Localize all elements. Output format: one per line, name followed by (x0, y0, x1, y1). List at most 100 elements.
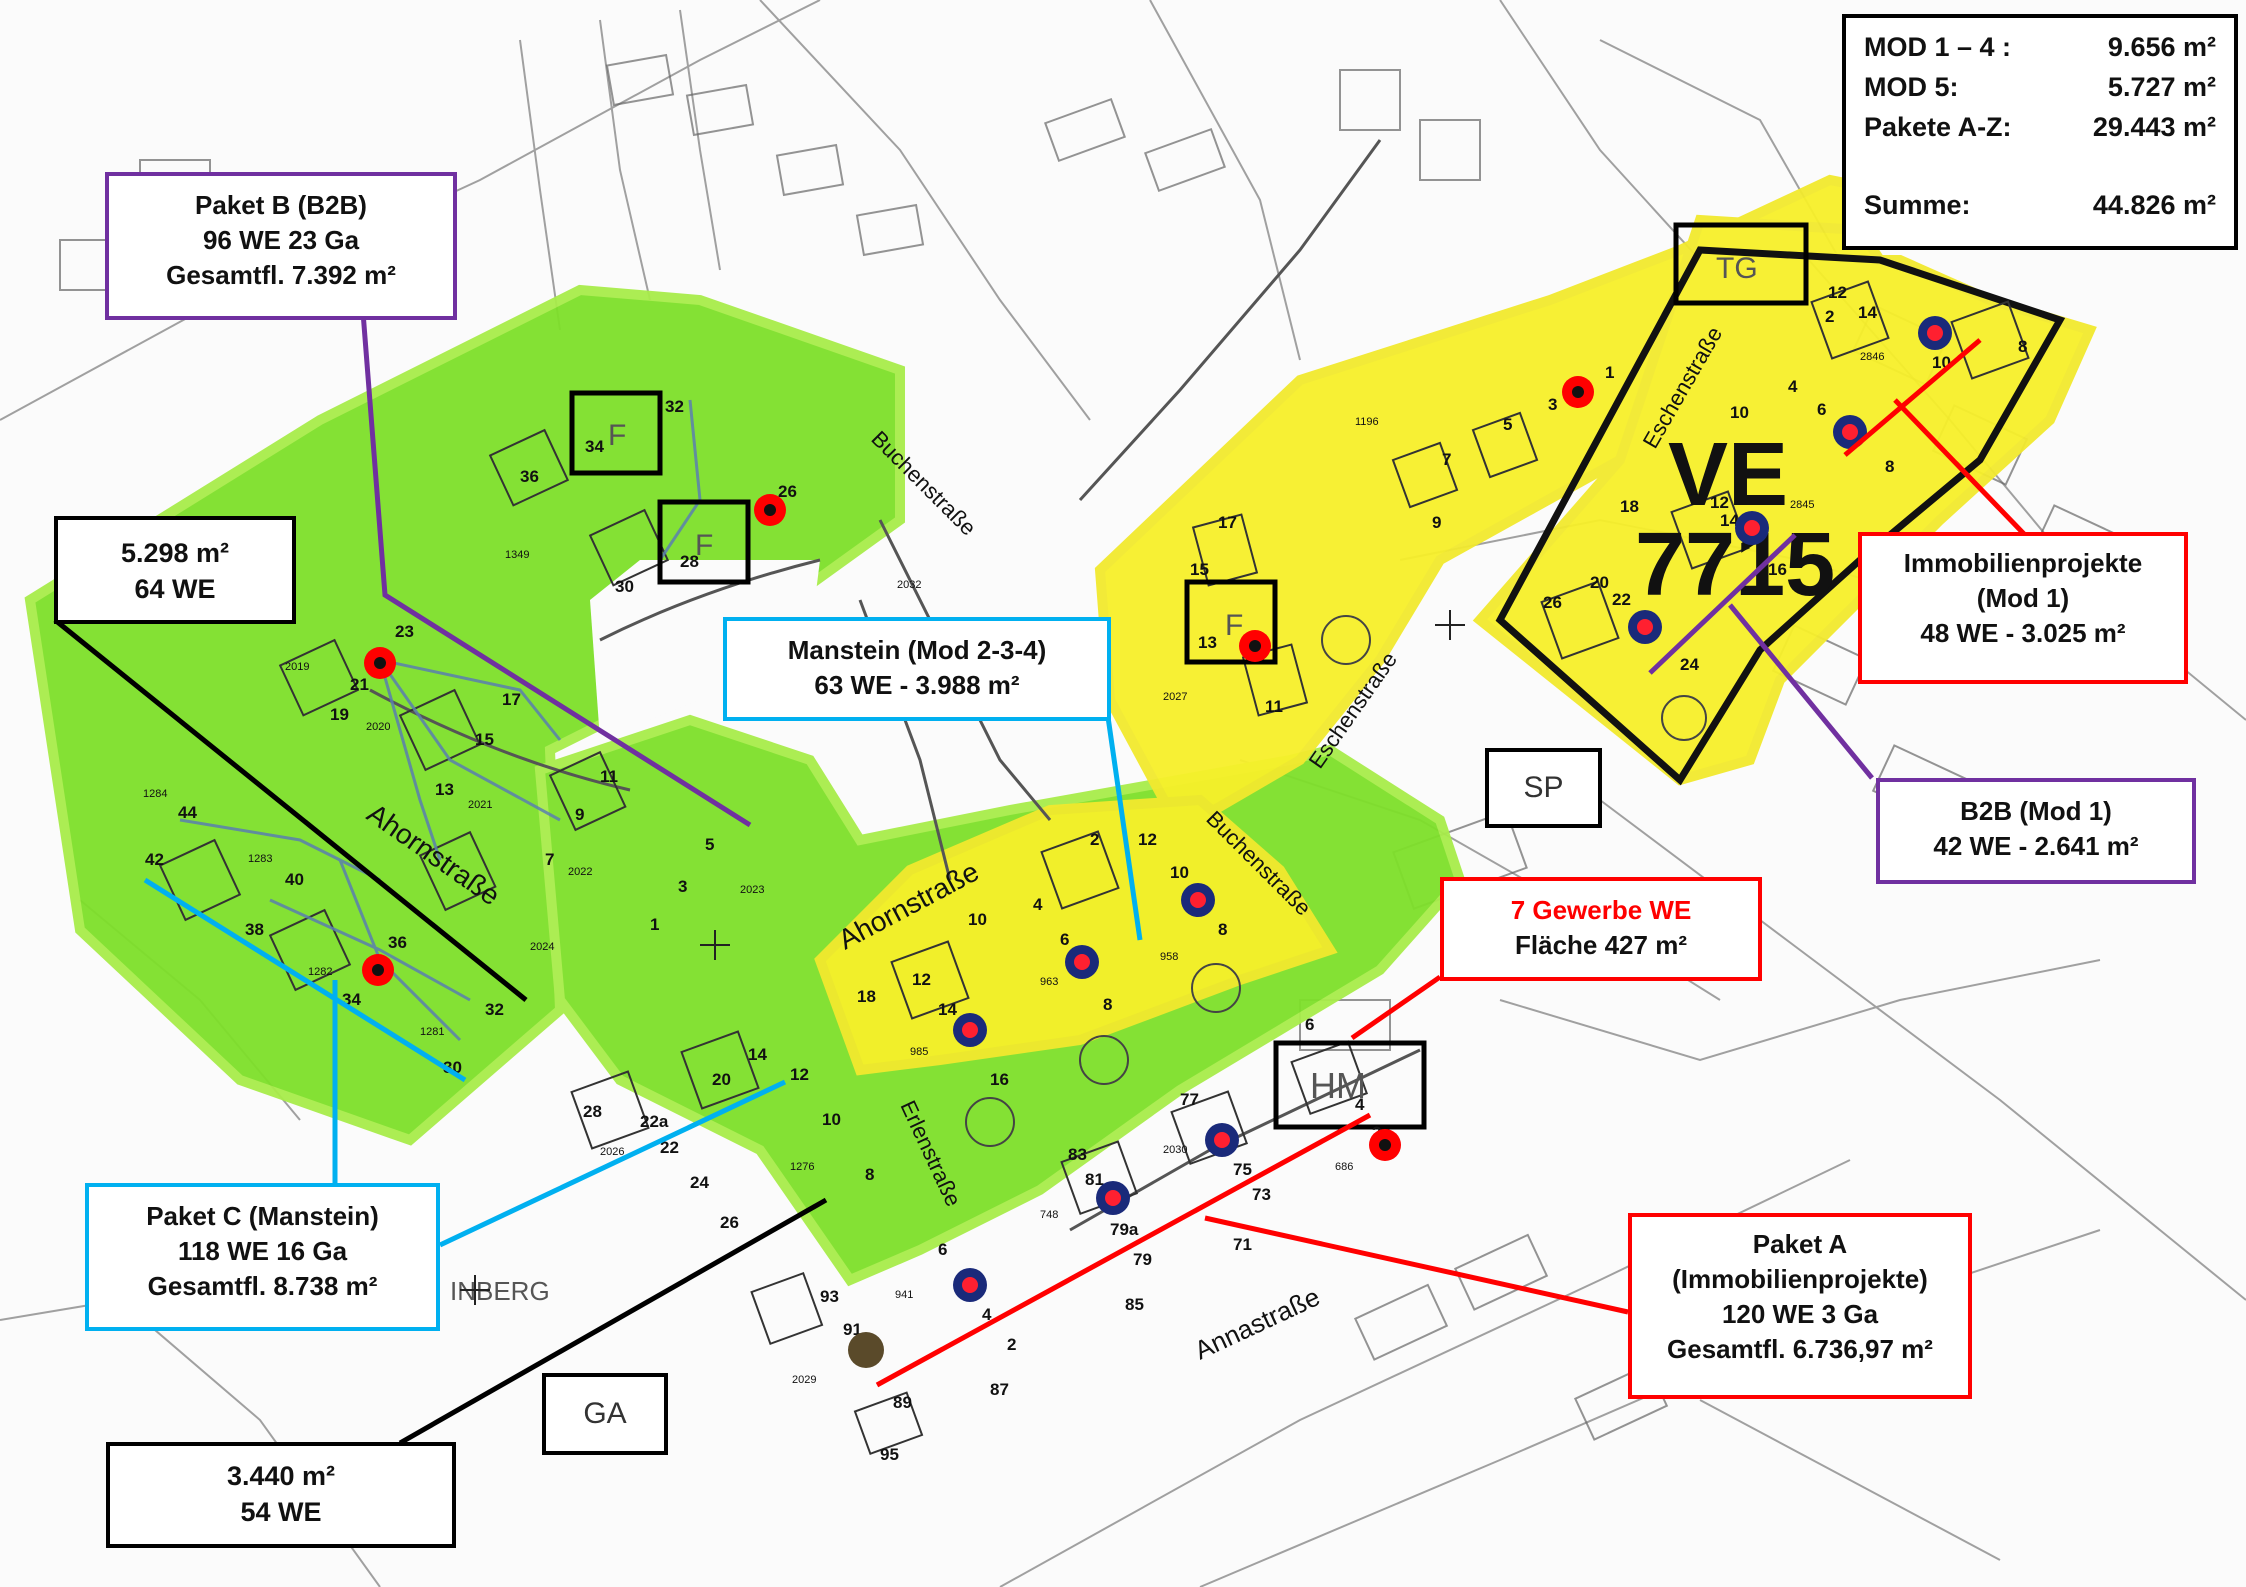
f-label-1: F (608, 419, 626, 452)
svg-text:2024: 2024 (530, 941, 554, 953)
svg-text:14: 14 (1858, 303, 1877, 322)
callout-line: Manstein (Mod 2-3-4) (787, 635, 1047, 665)
svg-text:42: 42 (145, 850, 164, 869)
svg-text:2022: 2022 (568, 866, 592, 878)
callout-line: 48 WE - 3.025 m² (1920, 618, 2126, 649)
svg-text:958: 958 (1160, 951, 1178, 963)
svg-text:32: 32 (485, 1000, 504, 1019)
ve-label: VE (1668, 425, 1788, 525)
svg-text:89: 89 (893, 1393, 912, 1412)
svg-text:91: 91 (843, 1320, 862, 1339)
navy-marker (1181, 883, 1215, 917)
red-marker (1369, 1129, 1401, 1161)
callout-line: Immobilienprojekte (1903, 548, 2143, 578)
callout-line: B2B (Mod 1) (1960, 796, 2112, 826)
svg-text:32: 32 (665, 397, 684, 416)
cross-marks (460, 610, 1465, 1305)
svg-text:13: 13 (435, 780, 454, 799)
callout-line: Gesamtfl. 7.392 m² (166, 260, 396, 291)
circled-marks (965, 615, 1707, 1147)
navy-marker (1918, 316, 1952, 350)
red-marker (1562, 376, 1594, 408)
street-lines (369, 139, 1421, 1232)
svg-text:9: 9 (575, 805, 584, 824)
svg-text:2030: 2030 (1163, 1144, 1187, 1156)
tg-label: TG (1716, 252, 1758, 285)
ga-label: GA (583, 1397, 627, 1430)
navy-marker (1065, 945, 1099, 979)
svg-text:686: 686 (1335, 1161, 1353, 1173)
hm-label: HM (1310, 1065, 1366, 1106)
summary-row: MOD 1 – 4 : 9.656 m² (1864, 32, 2216, 72)
svg-text:14: 14 (1720, 511, 1739, 530)
svg-text:79: 79 (1133, 1250, 1152, 1269)
svg-text:73: 73 (1252, 1185, 1271, 1204)
callout-area-54: 3.440 m² 54 WE (106, 1442, 456, 1548)
svg-text:1196: 1196 (1355, 416, 1379, 428)
svg-text:2032: 2032 (897, 579, 921, 591)
svg-text:1276: 1276 (790, 1161, 814, 1173)
callout-line: 64 WE (134, 574, 216, 605)
svg-text:18: 18 (1620, 497, 1639, 516)
callout-paket-a: Paket A (Immobilienprojekte) 120 WE 3 Ga… (1628, 1213, 1972, 1399)
callout-line: Paket B (B2B) (195, 190, 367, 220)
summary-value: 9.656 m² (2107, 32, 2216, 62)
svg-text:22: 22 (1612, 590, 1631, 609)
svg-text:14: 14 (748, 1045, 767, 1064)
svg-text:14: 14 (938, 1000, 957, 1019)
svg-text:21: 21 (350, 675, 369, 694)
summary-total-value: 44.826 m² (2092, 190, 2216, 220)
svg-text:71: 71 (1233, 1235, 1252, 1254)
svg-text:26: 26 (1543, 593, 1562, 612)
svg-text:1283: 1283 (248, 853, 272, 865)
svg-text:38: 38 (245, 920, 264, 939)
svg-text:93: 93 (820, 1287, 839, 1306)
svg-text:8: 8 (1218, 920, 1227, 939)
svg-text:748: 748 (1040, 1209, 1058, 1221)
callout-gewerbe: 7 Gewerbe WE Fläche 427 m² (1440, 877, 1762, 981)
svg-text:2029: 2029 (792, 1374, 816, 1386)
svg-text:8: 8 (865, 1165, 874, 1184)
svg-text:17: 17 (1218, 513, 1237, 532)
svg-text:17: 17 (502, 690, 521, 709)
ga-label-box: GA (542, 1373, 668, 1455)
summary-label: MOD 5: (1864, 72, 1959, 102)
svg-text:1: 1 (1605, 363, 1614, 382)
cadastral-blocks (59, 53, 2129, 1441)
callout-line: Paket C (Manstein) (146, 1201, 379, 1231)
svg-text:79a: 79a (1110, 1220, 1139, 1239)
svg-text:15: 15 (1190, 560, 1209, 579)
svg-text:19: 19 (330, 705, 349, 724)
svg-text:36: 36 (520, 467, 539, 486)
summary-value: 5.727 m² (2107, 72, 2216, 102)
summary-label: Pakete A-Z: (1864, 112, 2012, 142)
svg-text:4: 4 (1788, 377, 1798, 396)
svg-text:34: 34 (585, 437, 604, 456)
navy-marker (1096, 1181, 1130, 1215)
svg-text:20: 20 (712, 1070, 731, 1089)
callout-paket-c: Paket C (Manstein) 118 WE 16 Ga Gesamtfl… (85, 1183, 440, 1331)
svg-text:16: 16 (990, 1070, 1009, 1089)
navy-marker (1628, 610, 1662, 644)
callout-manstein: Manstein (Mod 2-3-4) 63 WE - 3.988 m² (723, 617, 1111, 721)
svg-text:4: 4 (982, 1305, 992, 1324)
callout-line: 54 WE (240, 1497, 322, 1528)
callout-line: Fläche 427 m² (1515, 930, 1687, 961)
svg-text:2: 2 (1007, 1335, 1016, 1354)
callout-line: 3.440 m² (226, 1461, 336, 1491)
f-label-2: F (695, 529, 713, 562)
svg-text:985: 985 (910, 1046, 928, 1058)
svg-text:2027: 2027 (1163, 691, 1187, 703)
svg-text:4: 4 (1033, 895, 1043, 914)
svg-text:40: 40 (285, 870, 304, 889)
svg-text:8: 8 (1885, 457, 1894, 476)
sp-label-box: SP (1485, 748, 1602, 828)
svg-text:16: 16 (1768, 560, 1787, 579)
svg-text:1282: 1282 (308, 966, 332, 978)
summary-label: MOD 1 – 4 : (1864, 32, 2012, 62)
svg-text:2845: 2845 (1790, 499, 1814, 511)
svg-text:9: 9 (1432, 513, 1441, 532)
svg-text:3: 3 (678, 877, 687, 896)
svg-text:4: 4 (1355, 1095, 1365, 1114)
svg-text:24: 24 (1680, 655, 1699, 674)
